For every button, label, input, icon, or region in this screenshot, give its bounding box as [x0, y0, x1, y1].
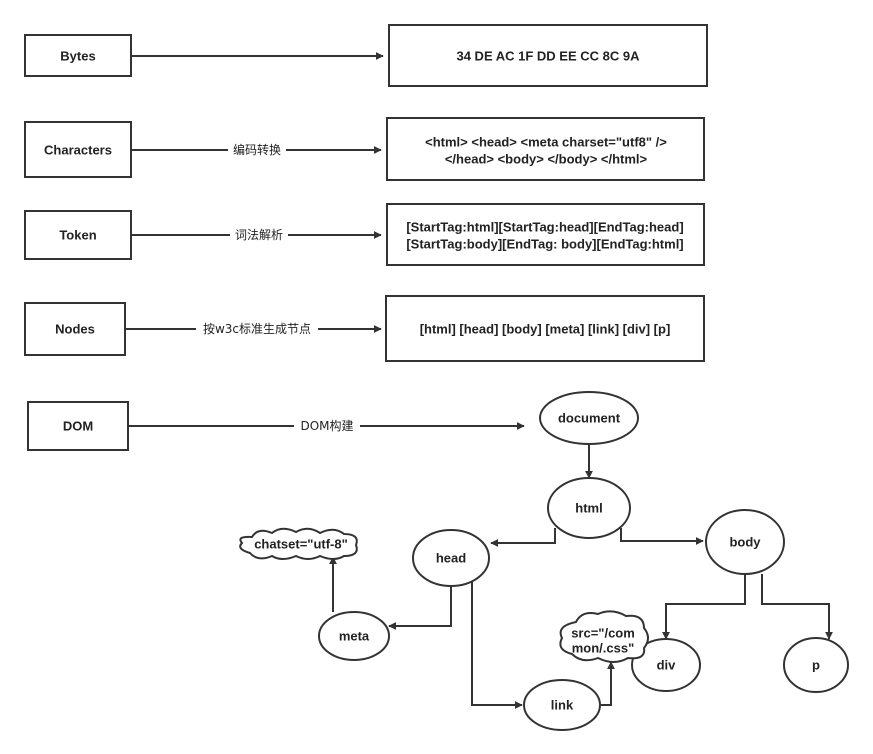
stage-token-label: Token: [59, 228, 96, 243]
edge-head-link: [471, 574, 523, 709]
stage-bytes: Bytes: [24, 34, 132, 77]
dom-node-div: div: [631, 638, 701, 692]
dom-node-meta: meta: [318, 611, 390, 661]
dom-node-p-label: p: [812, 658, 820, 673]
result-token-box: [386, 203, 705, 266]
result-nodes-text: [html] [head] [body] [meta] [link] [div]…: [420, 322, 671, 337]
result-token: [StartTag:html][StartTag:head][EndTag:he…: [386, 203, 705, 266]
dom-node-body-label: body: [729, 535, 761, 550]
cloud-link-src-line-2: mon/.css": [572, 641, 635, 656]
dom-node-html-label: html: [575, 501, 602, 516]
dom-node-head: head: [412, 529, 490, 587]
dom-node-html: html: [547, 477, 631, 539]
edge-html-head: [490, 528, 556, 547]
stage-nodes: Nodes: [24, 302, 126, 356]
dom-node-link: link: [523, 679, 601, 731]
dom-node-body: body: [705, 509, 785, 575]
stage-characters-label: Characters: [44, 143, 112, 158]
stage-token: Token: [24, 210, 132, 260]
cloud-meta-charset: chatset="utf-8": [239, 527, 358, 560]
stage-characters-box: [24, 121, 132, 178]
result-bytes: 34 DE AC 1F DD EE CC 8C 9A: [388, 24, 708, 87]
dom-node-p: p: [783, 637, 849, 693]
cloud-link-src-shape: [559, 610, 649, 663]
stage-characters: Characters: [24, 121, 132, 178]
edge-link-attr: [601, 661, 615, 706]
edge-body-p: [761, 574, 833, 640]
dom-node-meta-label: meta: [339, 629, 370, 644]
cloud-meta-charset-text: chatset="utf-8": [254, 537, 348, 552]
stage-nodes-label: Nodes: [55, 322, 95, 337]
result-token-line-1: [StartTag:html][StartTag:head][EndTag:he…: [406, 220, 683, 235]
edge-label-lexing: 词法解析: [235, 228, 283, 242]
result-characters-line-1: <html> <head> <meta charset="utf8" />: [425, 135, 667, 150]
result-characters-box: [386, 117, 705, 181]
result-characters: <html> <head> <meta charset="utf8" /> </…: [386, 117, 705, 181]
result-bytes-text: 34 DE AC 1F DD EE CC 8C 9A: [456, 49, 640, 64]
result-nodes-box: [385, 295, 705, 362]
dom-node-document-label: document: [558, 411, 621, 426]
edge-label-encoding: 编码转换: [233, 142, 281, 157]
result-bytes-box: [388, 24, 708, 87]
dom-node-document: document: [539, 391, 639, 445]
stage-dom: DOM: [27, 401, 129, 451]
dom-node-div-label: div: [657, 658, 677, 673]
result-token-line-2: [StartTag:body][EndTag: body][EndTag:htm…: [406, 237, 683, 252]
stage-bytes-box: [24, 34, 132, 77]
edge-html-body: [620, 528, 704, 545]
edge-body-div: [662, 574, 746, 640]
stage-nodes-box: [24, 302, 126, 356]
edge-label-dom-build: DOM构建: [300, 418, 353, 433]
cloud-link-src: src="/com mon/.css": [559, 610, 649, 663]
edge-head-meta: [388, 586, 452, 630]
cloud-meta-charset-shape: [239, 527, 358, 560]
result-characters-line-2: </head> <body> </body> </html>: [445, 152, 648, 167]
result-nodes: [html] [head] [body] [meta] [link] [div]…: [385, 295, 705, 362]
dom-node-link-label: link: [551, 698, 574, 713]
edge-label-w3c-nodes: 按w3c标准生成节点: [203, 322, 311, 336]
stage-bytes-label: Bytes: [60, 49, 95, 64]
stage-dom-label: DOM: [63, 419, 93, 434]
cloud-link-src-line-1: src="/com: [571, 626, 635, 641]
dom-node-head-label: head: [436, 551, 466, 566]
